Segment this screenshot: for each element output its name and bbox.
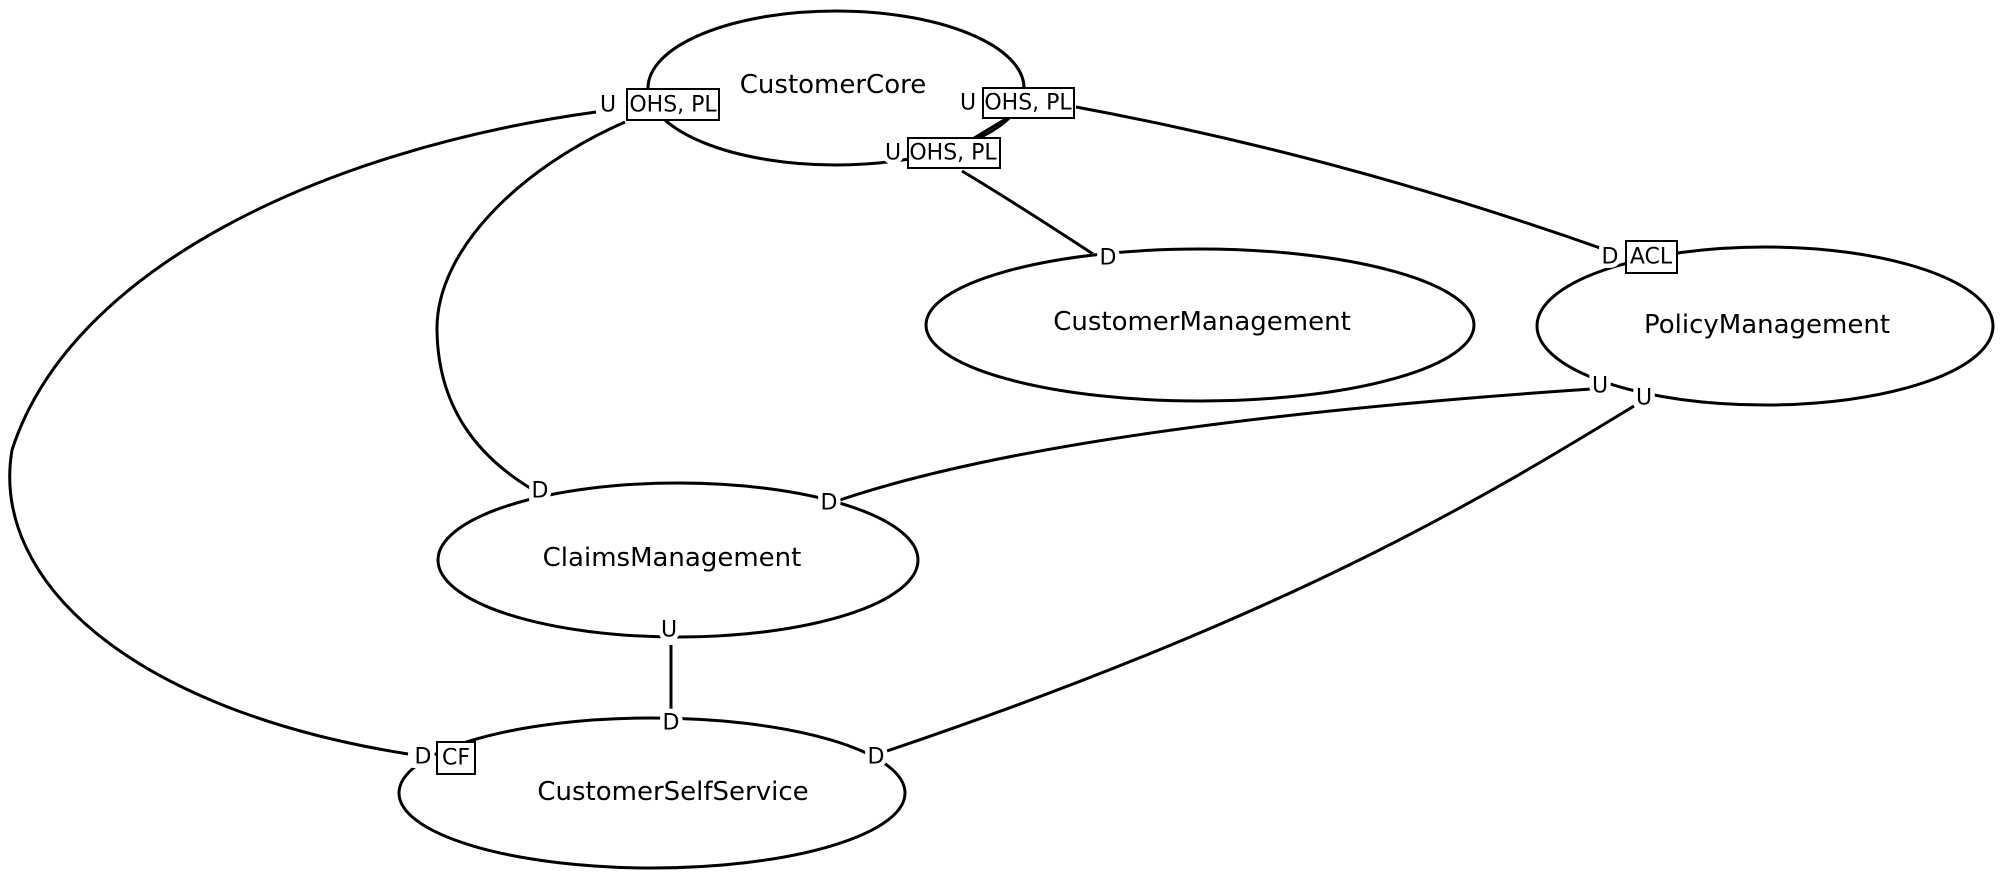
downstream-letter-claimsmanagement-left: D — [532, 479, 549, 504]
upstream-letter-customercore-right: U — [960, 91, 976, 116]
edge-customercore-customermanagement-upper — [970, 115, 1010, 142]
upstream-letter-policymanagement-1: U — [1592, 374, 1608, 399]
context-ellipse-customer-self-service — [397, 716, 907, 870]
pattern-box-acl — [1625, 240, 1678, 274]
context-label-customer-self-service: CustomerSelfService — [537, 777, 808, 807]
downstream-letter-customerselfservice-right: D — [868, 745, 885, 770]
downstream-letter-customerselfservice-top: D — [663, 711, 680, 736]
upstream-letter-claimsmanagement: U — [661, 618, 677, 643]
edge-customercore-customermanagement-lower — [961, 169, 1094, 256]
edge-policymanagement-claimsmanagement — [836, 387, 1592, 503]
downstream-letter-customermanagement: D — [1100, 246, 1117, 271]
context-ellipse-policy-management — [1535, 245, 1995, 407]
pattern-label-ohs-pl-middle: OHS, PL — [909, 141, 997, 166]
context-label-policy-management: PolicyManagement — [1644, 310, 1890, 340]
pattern-label-cf: CF — [442, 746, 470, 771]
pattern-box-ohs-pl-left — [626, 88, 720, 121]
upstream-letter-policymanagement-2: U — [1636, 386, 1652, 411]
context-ellipse-customer-management — [924, 247, 1476, 403]
edge-customercore-claimsmanagement — [435, 120, 626, 490]
edge-customercore-customerselfservice — [8, 110, 597, 756]
downstream-letter-policymanagement: D — [1602, 245, 1619, 270]
pattern-box-ohs-pl-middle — [907, 137, 1001, 169]
pattern-label-ohs-pl-right: OHS, PL — [984, 91, 1072, 116]
downstream-letter-claimsmanagement-right: D — [821, 491, 838, 516]
pattern-box-cf — [436, 741, 476, 775]
edge-policymanagement-customerselfservice — [883, 404, 1635, 754]
context-label-customer-core: CustomerCore — [740, 70, 926, 100]
upstream-letter-customercore-middle: U — [885, 141, 901, 166]
upstream-letter-customercore-left: U — [600, 93, 616, 118]
pattern-label-ohs-pl-left: OHS, PL — [629, 93, 717, 118]
edge-customercore-policymanagement — [1075, 105, 1604, 251]
context-ellipse-claims-management — [436, 481, 920, 639]
pattern-label-acl: ACL — [1630, 245, 1673, 270]
context-label-claims-management: ClaimsManagement — [543, 543, 802, 573]
pattern-box-ohs-pl-right — [982, 87, 1075, 119]
context-label-customer-management: CustomerManagement — [1053, 307, 1351, 337]
downstream-letter-customerselfservice-cf: D — [415, 745, 432, 770]
